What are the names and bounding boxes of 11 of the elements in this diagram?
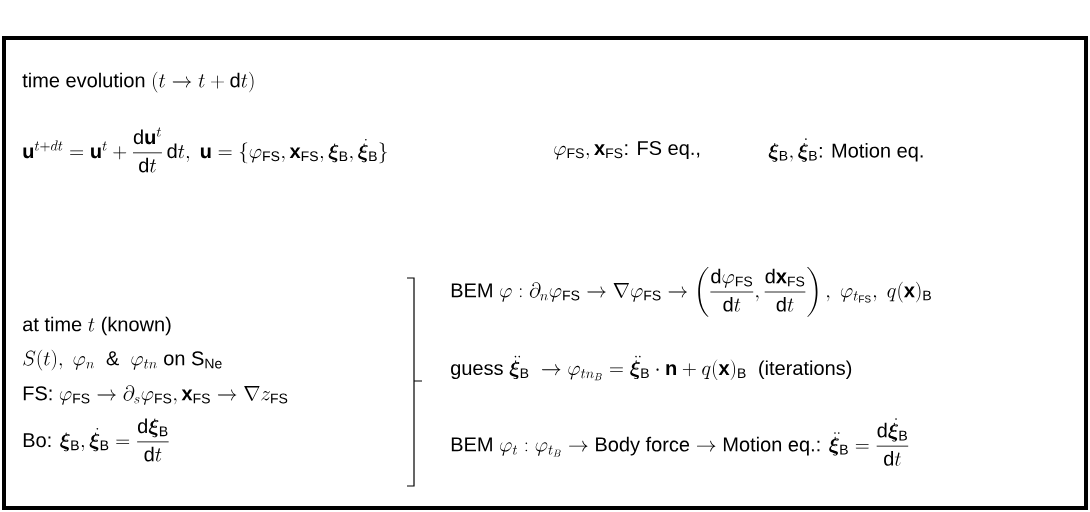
formula: $\text{Bo: }\boldsymbol{\xi}_{\mathrm{B}},\dot{\boldsymbol{\xi}}_{\mathrm{B}}=\dfrac{\mathrm{d}\boldsymbol{\xi}_{\mathrm{B}}}{\mathrm{d}t}$ bbox=[23, 418, 169, 462]
formula: $\text{FS: }\varphi_{\mathrm{FS}}\rightarrow\partial_{s}\varphi_{\mathrm{FS}},\mathbf{x}_{\mathrm{FS}}\rightarrow\nabla z_{\mathrm{FS}}$ bbox=[23, 385, 288, 405]
formula: $\text{BEM }\varphi:\partial_{n}\varphi_{\mathrm{FS}}\rightarrow\nabla\varphi_{\mathrm{FS}}\rightarrow\left(\dfrac{\mathrm{d}\varphi_{\mathrm{FS}}}{\mathrm{d}t},\dfrac{\mathrm{d}\mathbf{x}_{\mathrm{FS}}}{\mathrm{d}t}\right),\ \varphi_{t_{\mathrm{FS}}},\ q(\mathbf{x})_{\mathrm{B}}$ bbox=[451, 267, 931, 317]
formula: $S(t),\ \varphi_{n}\ \text{ \& }\ \varphi_{tn}\text{ on S}_{\mathrm{Ne}}$ bbox=[23, 349, 222, 371]
formula: $\mathbf{u}^{t+dt}=\mathbf{u}^{t}+\dfrac{\mathrm{d}\mathbf{u}^{t}}{\mathrm{d}t}\,\mathrm{d}t,\ \mathbf{u}=\{\varphi_{\mathrm{FS}},\mathbf{x}_{\mathrm{FS}},\boldsymbol{\xi}_{\mathrm{B}},\dot{\boldsymbol{\xi}}_{\mathrm{B}}\}$ bbox=[23, 127, 387, 173]
formula: $\boldsymbol{\xi}_{\mathrm{B}},\dot{\boldsymbol{\xi}}_{\mathrm{B}}\text{: Motion eq.}$ bbox=[768, 138, 923, 162]
formula: $\varphi_{\mathrm{FS}},\mathbf{x}_{\mathrm{FS}}\text{: FS eq.,}$ bbox=[554, 140, 700, 160]
formula: $\text{BEM }\varphi_{t}:\varphi_{t_{B}}\rightarrow\text{Body force}\rightarrow\text{Motion eq.: }\ddot{\boldsymbol{\xi}}_{\mathrm{B}}=\dfrac{\mathrm{d}\dot{\boldsymbol{\xi}}_{\mathrm{B}}}{\mathrm{d}t}$ bbox=[451, 418, 909, 466]
formula: $\text{at time }t\text{ (known)}$ bbox=[23, 316, 171, 336]
formula: $\text{time evolution }(t\rightarrow t+\mathrm{d}t)$ bbox=[22, 71, 254, 93]
formula: $\text{guess }\ddot{\boldsymbol{\xi}}_{\mathrm{B}}\ \rightarrow\varphi_{tn_{B}}=\ddot{\boldsymbol{\xi}}_{\mathrm{B}}\cdot\mathbf{n}+q(\mathbf{x})_{\mathrm{B}}\ \text{ (iterations)}$ bbox=[451, 355, 852, 381]
